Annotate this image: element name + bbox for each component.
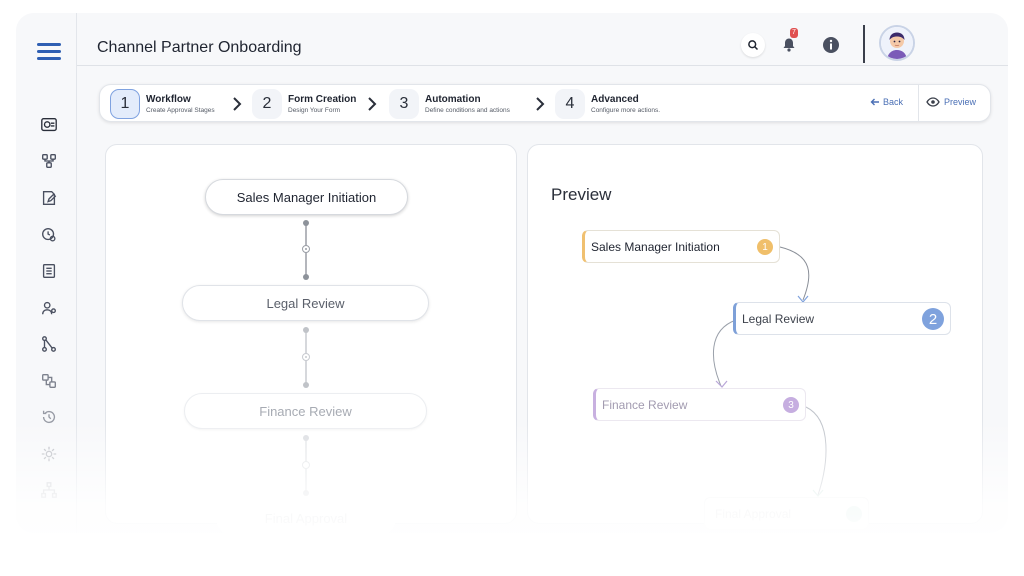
- arrow-left-icon: [870, 98, 879, 106]
- step-subtitle: Create Approval Stages: [146, 106, 215, 114]
- preview-label: Preview: [944, 97, 977, 107]
- preview-node-legal-review[interactable]: Legal Review 2: [733, 302, 951, 335]
- step-number: 2: [252, 89, 282, 119]
- preview-connectors: [712, 246, 827, 497]
- automation-icon[interactable]: [38, 224, 60, 246]
- network-icon[interactable]: [38, 333, 60, 355]
- stepper-divider: [918, 85, 919, 121]
- step-workflow[interactable]: 1 Workflow Create Approval Stages: [110, 89, 215, 119]
- preview-panel: Preview Sales Manager Initiation 1 Legal…: [527, 144, 983, 530]
- preview-heading: Preview: [551, 185, 612, 204]
- step-title: Automation: [425, 93, 481, 105]
- flow-node-legal-review[interactable]: Legal Review: [182, 285, 429, 321]
- step-title: Form Creation: [288, 93, 357, 105]
- step-title: Workflow: [146, 93, 191, 105]
- preview-button[interactable]: Preview: [926, 97, 976, 107]
- app-window: Channel Partner Onboarding 7 1: [16, 13, 1008, 533]
- step-form-creation[interactable]: 2 Form Creation Design Your Form: [252, 89, 356, 119]
- history-icon[interactable]: [38, 406, 60, 428]
- flow-node-finance-review[interactable]: Finance Review: [184, 393, 427, 429]
- stage-number-badge: 1: [757, 239, 773, 255]
- eye-icon: [926, 97, 940, 107]
- settings-icon[interactable]: [38, 443, 60, 465]
- step-number: 1: [110, 89, 140, 119]
- stage-number-badge: 3: [783, 397, 799, 413]
- chevron-right-icon: [368, 97, 377, 111]
- stage-number-badge: [846, 506, 862, 522]
- chevron-right-icon: [536, 97, 545, 111]
- form-edit-icon[interactable]: [38, 187, 60, 209]
- step-subtitle: Define conditions and actions: [425, 106, 510, 114]
- hierarchy-icon[interactable]: [38, 479, 60, 501]
- flow-node-sales-manager-initiation[interactable]: Sales Manager Initiation: [205, 179, 408, 215]
- step-number: 3: [389, 89, 419, 119]
- workflow-icon[interactable]: [38, 150, 60, 172]
- step-subtitle: Design Your Form: [288, 106, 341, 114]
- step-automation[interactable]: 3 Automation Define conditions and actio…: [389, 89, 510, 119]
- avatar[interactable]: [879, 25, 915, 61]
- step-advanced[interactable]: 4 Advanced Configure more actions.: [555, 89, 660, 119]
- header-divider: [863, 25, 865, 63]
- back-button[interactable]: Back: [870, 97, 903, 107]
- preview-node-label: Final Approval: [715, 506, 792, 521]
- document-list-icon[interactable]: [38, 260, 60, 282]
- search-icon[interactable]: [741, 33, 765, 57]
- back-label: Back: [883, 97, 904, 107]
- bell-icon[interactable]: 7: [777, 28, 801, 57]
- stepper: 1 Workflow Create Approval Stages 2 Form…: [99, 84, 991, 122]
- preview-node-sales-manager-initiation[interactable]: Sales Manager Initiation 1: [582, 230, 780, 263]
- preview-node-label: Finance Review: [602, 397, 688, 412]
- dashboard-icon[interactable]: [38, 114, 60, 136]
- stage-number-badge: 2: [922, 308, 944, 330]
- integration-icon[interactable]: [38, 370, 60, 392]
- users-settings-icon[interactable]: [38, 297, 60, 319]
- preview-node-finance-review[interactable]: Finance Review 3: [593, 388, 806, 421]
- preview-node-final-approval[interactable]: Final Approval: [704, 497, 869, 530]
- notification-badge: 7: [790, 28, 798, 38]
- page-title: Channel Partner Onboarding: [97, 39, 302, 56]
- step-title: Advanced: [591, 93, 639, 105]
- step-subtitle: Configure more actions.: [591, 106, 661, 114]
- info-icon[interactable]: [819, 33, 843, 57]
- workflow-builder-panel: Sales Manager Initiation Legal Review Fi…: [105, 144, 517, 533]
- preview-node-label: Legal Review: [742, 311, 815, 326]
- flow-node-final-approval[interactable]: Final Approval: [216, 500, 396, 533]
- header: Channel Partner Onboarding 7: [77, 13, 1008, 66]
- sidebar: [16, 13, 77, 533]
- preview-node-label: Sales Manager Initiation: [591, 239, 720, 254]
- step-number: 4: [555, 89, 585, 119]
- hamburger-menu-icon[interactable]: [37, 43, 61, 61]
- chevron-right-icon: [233, 97, 242, 111]
